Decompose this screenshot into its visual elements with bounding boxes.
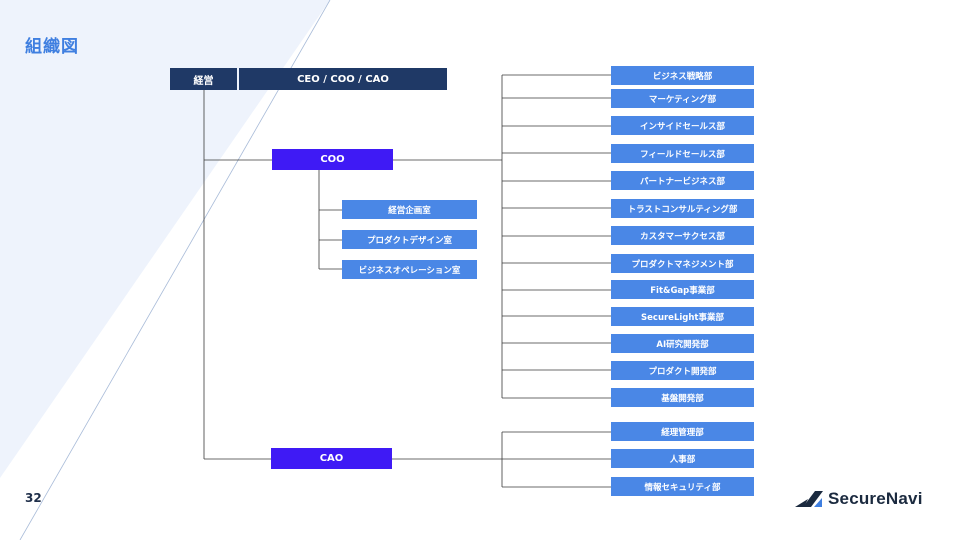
org-box-coo-staff: ビジネスオペレーション室	[342, 260, 477, 279]
org-box-coo-department: インサイドセールス部	[611, 116, 754, 135]
org-box-management: 経営	[170, 68, 237, 90]
org-box-coo-department: ビジネス戦略部	[611, 66, 754, 85]
company-logo: SecureNavi	[795, 487, 923, 511]
org-box-cao-department: 人事部	[611, 449, 754, 468]
org-box-coo: COO	[272, 149, 393, 170]
org-box-coo-department: AI研究開発部	[611, 334, 754, 353]
org-box-coo-department: Fit&Gap事業部	[611, 280, 754, 299]
org-box-coo-staff: 経営企画室	[342, 200, 477, 219]
page-number: 32	[25, 491, 42, 505]
org-box-coo-department: カスタマーサクセス部	[611, 226, 754, 245]
org-box-coo-department: プロダクトマネジメント部	[611, 254, 754, 273]
org-box-coo-department: トラストコンサルティング部	[611, 199, 754, 218]
org-box-coo-department: プロダクト開発部	[611, 361, 754, 380]
org-box-cao: CAO	[271, 448, 392, 469]
org-box-cao-department: 経理管理部	[611, 422, 754, 441]
org-box-executives: CEO / COO / CAO	[239, 68, 447, 90]
org-box-coo-department: 基盤開発部	[611, 388, 754, 407]
logo-text: SecureNavi	[828, 489, 923, 508]
org-box-coo-staff: プロダクトデザイン室	[342, 230, 477, 249]
page-title: 組織図	[25, 37, 79, 57]
org-box-coo-department: SecureLight事業部	[611, 307, 754, 326]
org-box-coo-department: マーケティング部	[611, 89, 754, 108]
org-box-coo-department: フィールドセールス部	[611, 144, 754, 163]
securenavi-logo-icon	[795, 491, 823, 507]
org-box-cao-department: 情報セキュリティ部	[611, 477, 754, 496]
org-box-coo-department: パートナービジネス部	[611, 171, 754, 190]
